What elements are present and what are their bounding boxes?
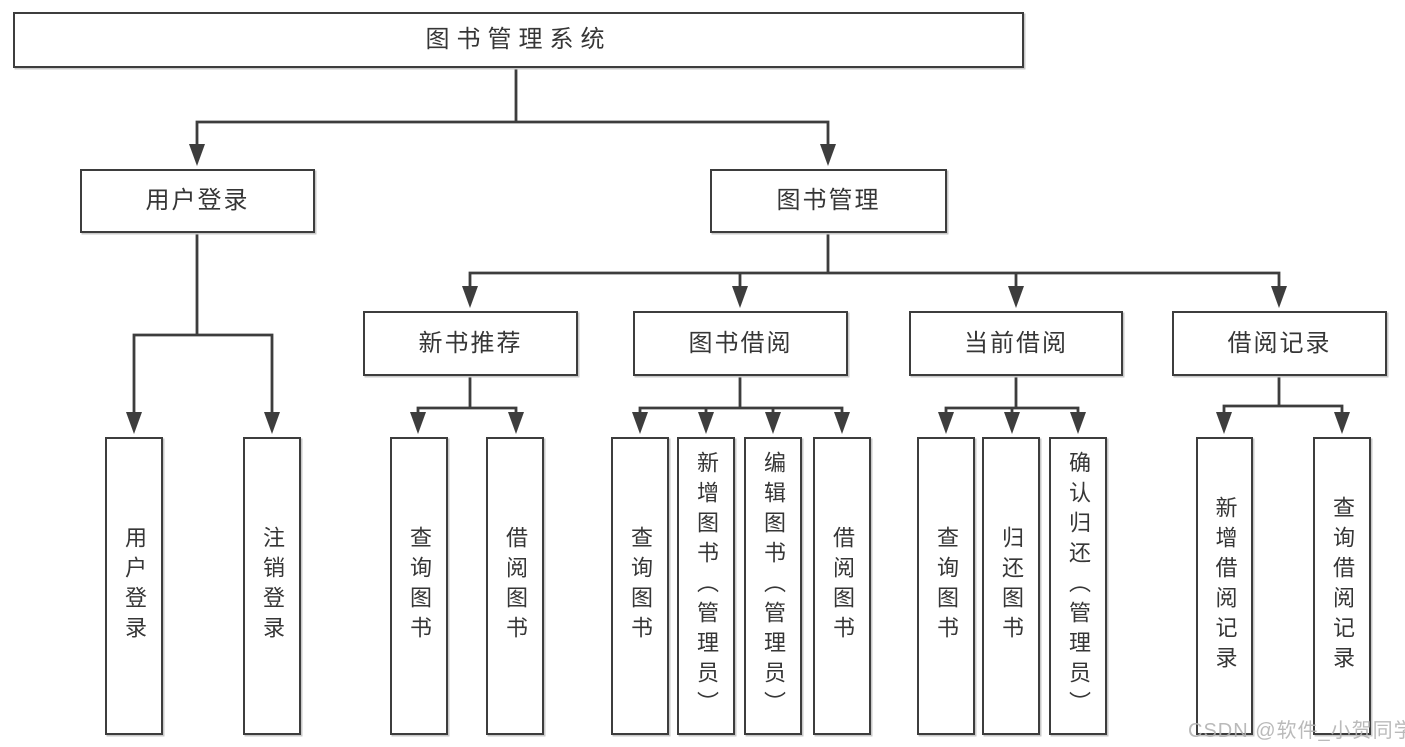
arrow-down-icon — [1070, 412, 1086, 434]
node-user-login-action: 用户登录 — [105, 437, 163, 735]
node-query-books-current: 查询图书 — [917, 437, 975, 735]
arrow-down-icon — [1008, 286, 1024, 308]
arrow-down-icon — [126, 412, 142, 434]
node-label: 查询借阅记录 — [1330, 496, 1355, 676]
node-label: 借阅记录 — [1227, 329, 1332, 357]
arrow-down-icon — [1216, 412, 1232, 434]
arrow-down-icon — [938, 412, 954, 434]
node-label: 借阅图书 — [503, 526, 528, 646]
node-borrowing-records: 借阅记录 — [1172, 311, 1387, 376]
node-label: 编辑图书（管理员） — [761, 451, 786, 721]
node-label: 查询图书 — [407, 526, 432, 646]
arrow-down-icon — [732, 286, 748, 308]
node-edit-book-admin: 编辑图书（管理员） — [744, 437, 802, 735]
node-confirm-return-admin: 确认归还（管理员） — [1049, 437, 1107, 735]
node-query-books-borrowing: 查询图书 — [611, 437, 669, 735]
node-user-login: 用户登录 — [80, 169, 315, 233]
node-label: 注销登录 — [260, 526, 285, 646]
arrow-down-icon — [189, 144, 205, 166]
node-borrow-books-recommend: 借阅图书 — [486, 437, 544, 735]
node-borrow-books-action: 借阅图书 — [813, 437, 871, 735]
arrow-down-icon — [1334, 412, 1350, 434]
node-label: 当前借阅 — [964, 329, 1068, 357]
node-return-book: 归还图书 — [982, 437, 1040, 735]
arrow-down-icon — [508, 412, 524, 434]
arrow-down-icon — [765, 412, 781, 434]
arrow-down-icon — [1004, 412, 1020, 434]
arrow-down-icon — [264, 412, 280, 434]
node-add-borrow-record: 新增借阅记录 — [1196, 437, 1253, 735]
node-label: 用户登录 — [122, 526, 147, 646]
node-book-management: 图书管理 — [710, 169, 947, 233]
node-label: 新增借阅记录 — [1212, 496, 1238, 676]
node-label: 图书管理系统 — [425, 26, 612, 53]
node-label: 归还图书 — [999, 526, 1024, 646]
csdn-watermark: CSDN @软件_小贺同学 — [1188, 720, 1405, 742]
node-label: 图书管理 — [776, 187, 881, 214]
arrow-down-icon — [834, 412, 850, 434]
node-label: 查询图书 — [934, 526, 959, 646]
node-logout: 注销登录 — [243, 437, 301, 735]
node-label: 用户登录 — [145, 187, 250, 214]
arrow-down-icon — [820, 144, 836, 166]
arrow-down-icon — [1271, 286, 1287, 308]
arrow-down-icon — [632, 412, 648, 434]
node-current-borrowing: 当前借阅 — [909, 311, 1123, 376]
arrow-down-icon — [410, 412, 426, 434]
node-book-borrowing: 图书借阅 — [633, 311, 848, 376]
node-label: 新书推荐 — [418, 329, 523, 357]
node-label: 图书借阅 — [688, 329, 793, 357]
node-label: 新增图书（管理员） — [694, 451, 719, 721]
arrow-down-icon — [462, 286, 478, 308]
node-new-book-recommendation: 新书推荐 — [363, 311, 578, 376]
node-library-system: 图书管理系统 — [13, 12, 1024, 68]
node-query-borrow-record: 查询借阅记录 — [1313, 437, 1371, 735]
node-query-books-recommend: 查询图书 — [390, 437, 448, 735]
node-label: 确认归还（管理员） — [1066, 451, 1091, 721]
node-add-book-admin: 新增图书（管理员） — [677, 437, 735, 735]
node-label: 借阅图书 — [830, 526, 855, 646]
node-label: 查询图书 — [628, 526, 653, 646]
arrow-down-icon — [698, 412, 714, 434]
